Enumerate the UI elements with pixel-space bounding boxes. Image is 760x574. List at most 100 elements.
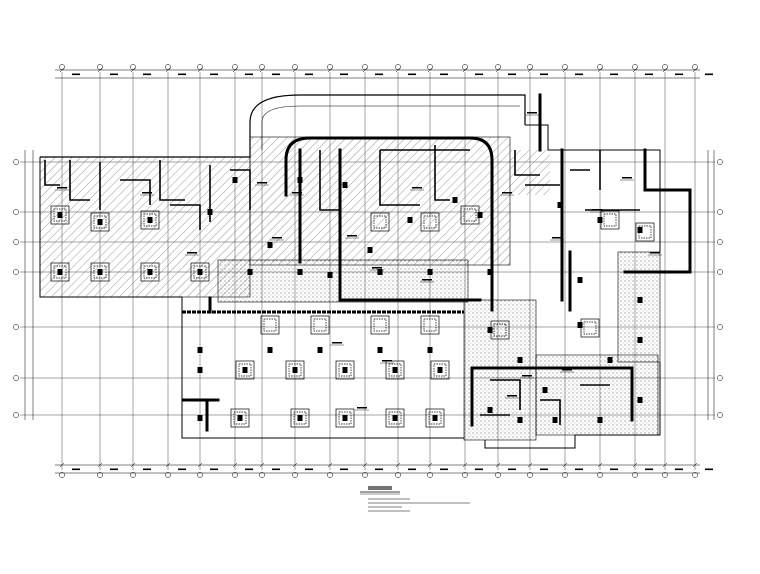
stippled-zones <box>217 251 661 441</box>
dimension-value-mark <box>245 468 253 471</box>
dimension-value-mark <box>705 73 713 76</box>
axis-bubble <box>327 472 333 478</box>
column-marker <box>237 415 243 421</box>
footing-inner <box>493 323 507 337</box>
dimension-value-mark <box>645 468 653 471</box>
footing-inner <box>423 215 437 229</box>
axis-bubble <box>427 64 433 70</box>
column-marker <box>557 202 563 208</box>
dimension-value-mark <box>178 73 186 76</box>
axis-bubble <box>59 472 65 478</box>
dimension-tick <box>632 462 638 468</box>
footing-outline <box>90 262 110 282</box>
column-marker <box>297 177 303 183</box>
column-marker <box>637 227 643 233</box>
dimension-value-mark <box>305 73 313 76</box>
axis-bubble <box>13 239 19 245</box>
axis-bubble <box>232 64 238 70</box>
partition-walls <box>44 145 640 425</box>
dimension-value-mark <box>210 468 218 471</box>
footing-inner <box>388 411 402 425</box>
dimension-tick <box>97 462 103 468</box>
axis-bubble <box>462 64 468 70</box>
footing-outline <box>260 315 280 335</box>
dimension-tick <box>197 462 203 468</box>
footing-inner <box>93 215 107 229</box>
dimension-tick <box>495 67 501 73</box>
axis-bubble <box>562 64 568 70</box>
tag-label-mark <box>272 237 282 239</box>
axis-bubble <box>13 375 19 381</box>
tag-label-mark <box>412 187 422 189</box>
dimension-value-mark <box>675 73 683 76</box>
dimension-value-mark <box>340 73 348 76</box>
dimension-tick <box>597 462 603 468</box>
axis-bubble <box>292 64 298 70</box>
footing-inner <box>263 318 277 332</box>
dimension-value-mark <box>305 468 313 471</box>
dimension-value-mark <box>210 73 218 76</box>
dimension-tick <box>527 67 533 73</box>
footing-inner <box>238 363 252 377</box>
dimension-value-mark <box>375 468 383 471</box>
footing-outline <box>600 210 620 230</box>
axis-bubble <box>259 472 265 478</box>
dimension-value-mark <box>610 468 618 471</box>
column-marker <box>342 367 348 373</box>
axis-bubble <box>717 239 723 245</box>
axis-bubble <box>462 472 468 478</box>
tag-label-mark <box>187 252 197 254</box>
dimension-tick <box>165 462 171 468</box>
footing-inner <box>53 208 67 222</box>
dimension-value-mark <box>475 73 483 76</box>
thick-walls <box>181 93 692 432</box>
dimension-tick <box>692 462 698 468</box>
dimension-tick <box>130 67 136 73</box>
axis-bubble <box>632 472 638 478</box>
column-marker <box>97 269 103 275</box>
footing-outline <box>90 212 110 232</box>
footing-outline <box>370 212 390 232</box>
footing-outline <box>385 360 405 380</box>
axis-bubble <box>692 64 698 70</box>
tag-label-mark <box>292 192 302 194</box>
column-marker <box>57 269 63 275</box>
tag-label-mark <box>372 267 382 269</box>
axis-bubble <box>13 159 19 165</box>
column-marker <box>147 217 153 223</box>
column-marker <box>577 322 583 328</box>
column-marker <box>57 212 63 218</box>
dimension-tick <box>632 67 638 73</box>
axis-bubble <box>232 472 238 478</box>
column-marker <box>342 182 348 188</box>
axis-bubble <box>717 412 723 418</box>
dimension-value-mark <box>675 468 683 471</box>
column-marker <box>577 277 583 283</box>
footing-inner <box>373 318 387 332</box>
axis-bubble <box>197 472 203 478</box>
structural-columns <box>57 177 643 423</box>
footing-inner <box>233 411 247 425</box>
footing-inner <box>463 208 477 222</box>
footing-inner <box>603 213 617 227</box>
axis-bubble <box>632 64 638 70</box>
dimension-tick <box>362 67 368 73</box>
dimension-value-mark <box>540 73 548 76</box>
dimension-tick <box>292 67 298 73</box>
axis-bubble <box>597 472 603 478</box>
footing-outline <box>310 315 330 335</box>
footing-outline <box>50 262 70 282</box>
column-marker <box>517 357 523 363</box>
footing-outline <box>420 315 440 335</box>
axis-bubble <box>97 64 103 70</box>
column-marker <box>542 387 548 393</box>
dimension-value-mark <box>178 468 186 471</box>
footing-inner <box>583 321 597 335</box>
dimension-tick <box>427 462 433 468</box>
tag-label-mark <box>257 182 267 184</box>
column-marker <box>487 327 493 333</box>
drawing-title-block <box>360 486 470 512</box>
footing-outline <box>580 318 600 338</box>
